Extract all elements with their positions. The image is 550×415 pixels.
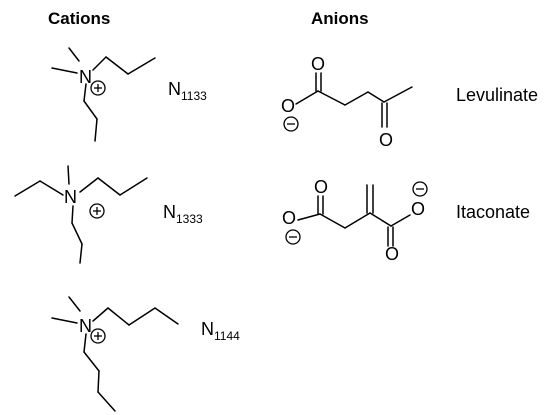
cation-n1144-structure: N [51, 296, 179, 412]
cation-code-n1133: N1133 [168, 79, 207, 103]
nitrogen-atom-label: N [64, 187, 77, 207]
oxygen-atom-label: O [282, 208, 296, 228]
anion-name-levulinate: Levulinate [456, 85, 538, 105]
cation-n1133-structure: N [51, 47, 156, 142]
cation-code-n1333: N1333 [163, 202, 203, 226]
positive-charge-icon [90, 328, 106, 344]
oxygen-atom-label: O [411, 199, 425, 219]
oxygen-atom-label: O [281, 96, 295, 116]
oxygen-atom-label: O [379, 130, 393, 150]
oxygen-atom-label: O [314, 177, 328, 197]
negative-charge-icon [285, 229, 301, 245]
cations-heading: Cations [48, 9, 110, 28]
levulinate-structure: O O O [281, 54, 413, 150]
cation-n1333-structure: N [14, 165, 148, 264]
cation-code-n1144: N1144 [201, 319, 240, 343]
oxygen-atom-label: O [385, 244, 399, 264]
oxygen-atom-label: O [311, 54, 325, 74]
nitrogen-atom-label: N [79, 67, 92, 87]
anions-heading: Anions [311, 9, 369, 28]
anion-name-itaconate: Itaconate [456, 202, 530, 222]
negative-charge-icon [412, 181, 428, 197]
nitrogen-atom-label: N [79, 316, 92, 336]
positive-charge-icon [90, 80, 106, 96]
itaconate-structure: O O O O [282, 177, 428, 264]
positive-charge-icon [89, 203, 105, 219]
negative-charge-icon [283, 116, 299, 132]
